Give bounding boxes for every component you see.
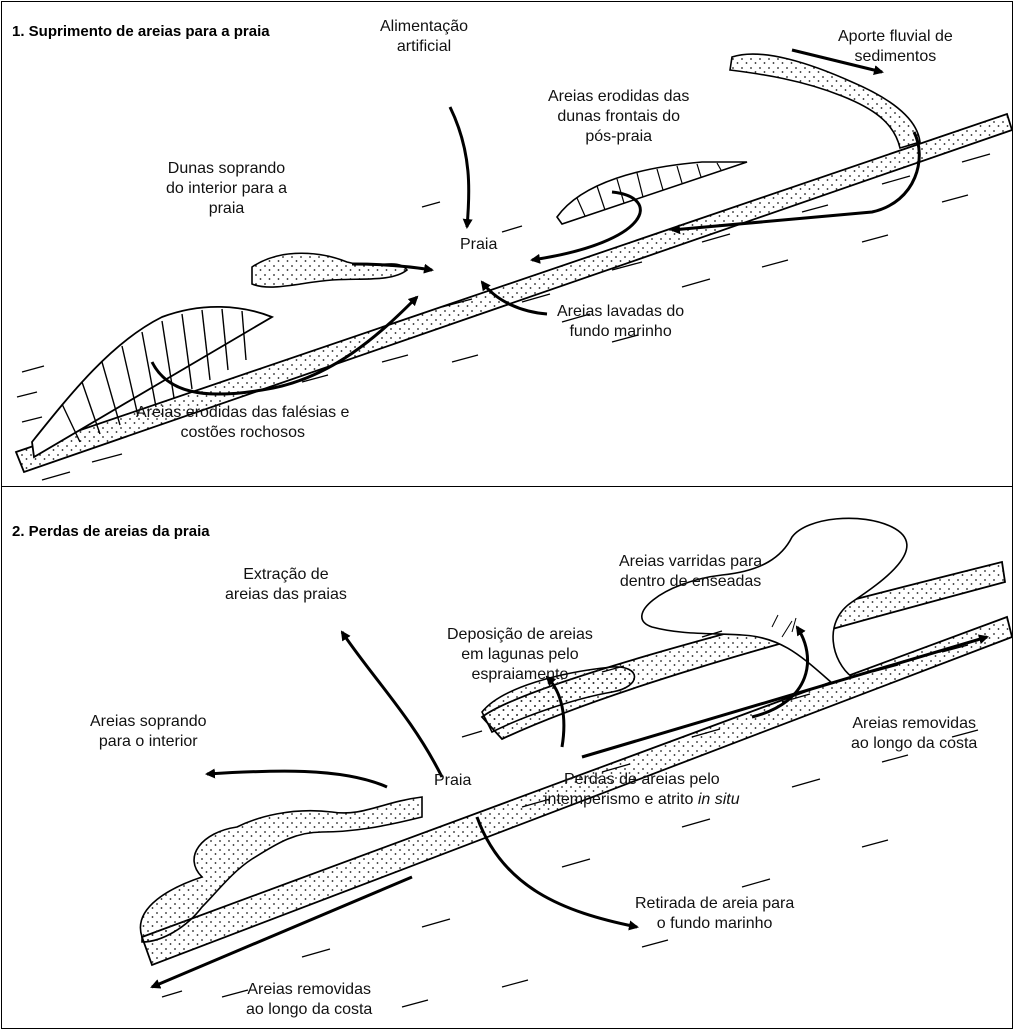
label-beach: Praia [460,235,497,255]
label-weathering-loss: Perdas de areias pelo intemperismo e atr… [544,770,740,810]
dune-lobe [252,253,407,287]
panel-title-losses: 2. Perdas de areias da praia [12,523,210,540]
arrow-blowing-inland [207,771,387,787]
losses-sketch [2,487,1013,1029]
arrow-seafloor-removal [477,817,637,927]
panel-losses: 2. Perdas de areias da praia Extração de… [1,486,1013,1029]
panel-supply: 1. Suprimento de areias para a praia Ali… [1,1,1013,487]
panel-title-supply: 1. Suprimento de areias para a praia [12,23,270,40]
river [730,54,920,148]
arrow-artificial [450,107,469,227]
arrow-extraction [342,632,442,777]
label-beach: Praia [434,771,471,791]
